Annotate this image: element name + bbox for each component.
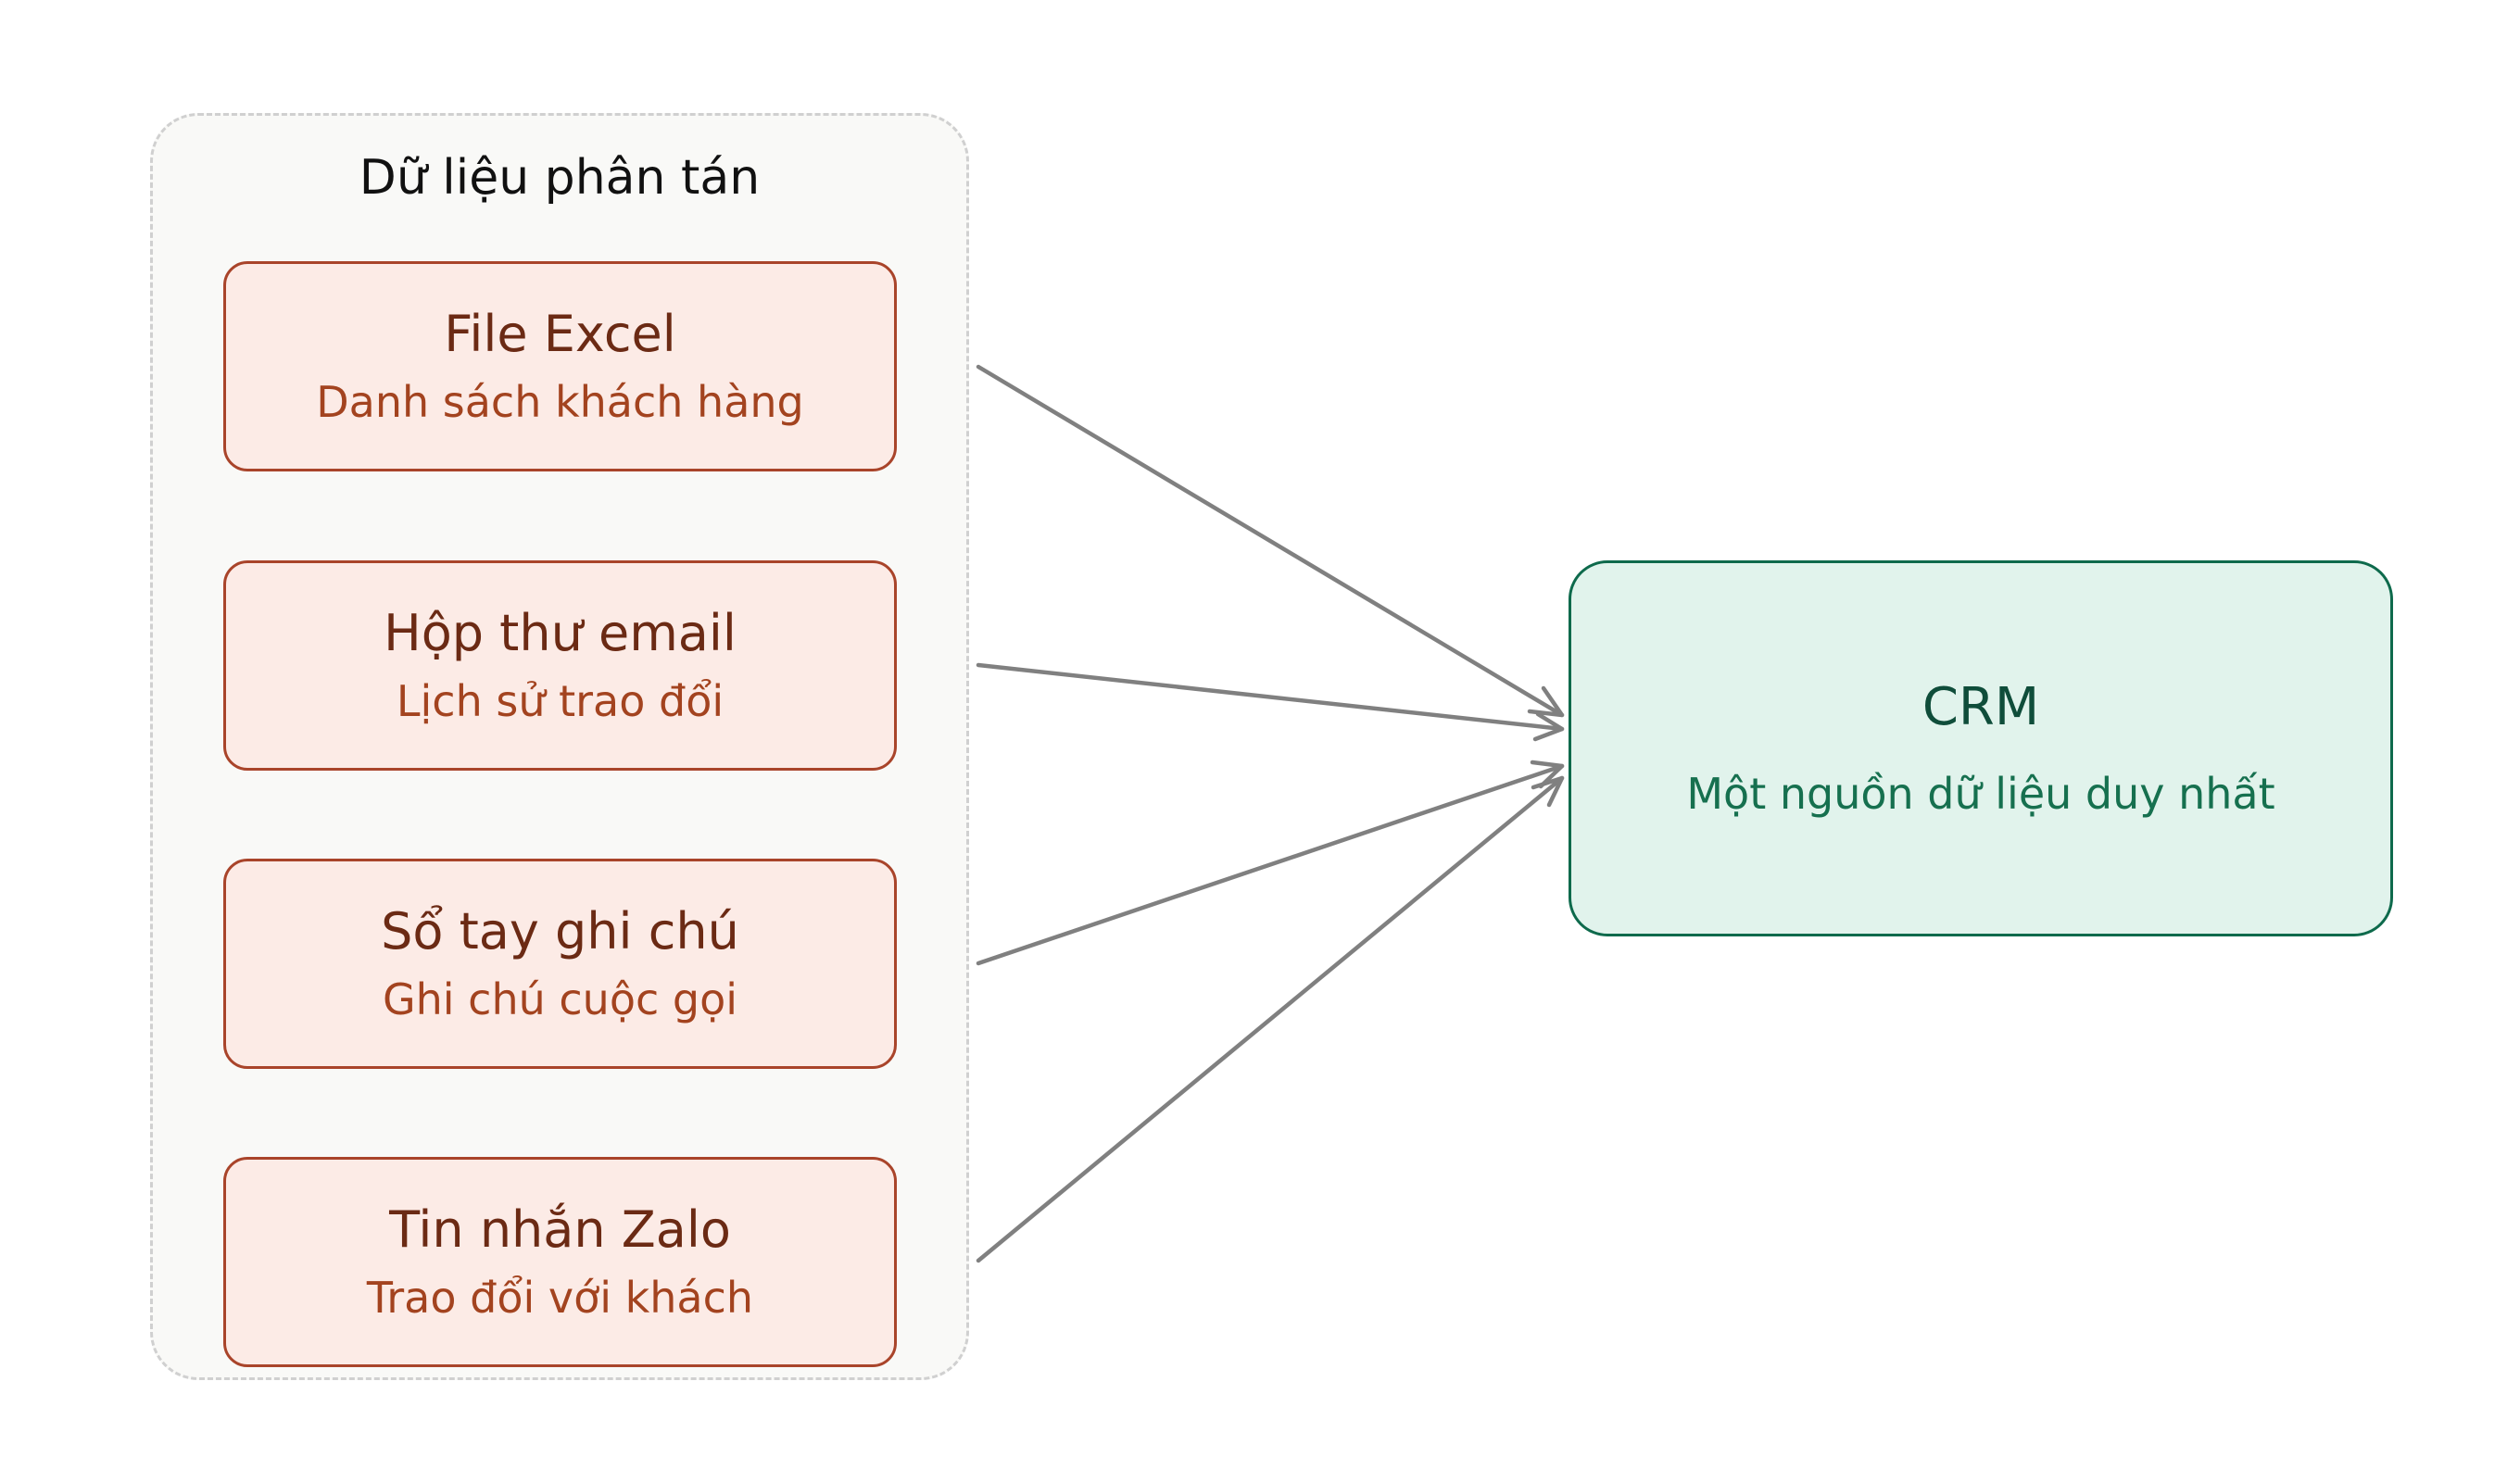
source-node-notebook: Sổ tay ghi chú Ghi chú cuộc gọi <box>223 859 897 1069</box>
group-title: Dữ liệu phân tán <box>359 150 761 206</box>
source-title: Hộp thư email <box>384 604 737 662</box>
source-title: Tin nhắn Zalo <box>389 1200 731 1259</box>
arrowhead <box>1530 760 1565 789</box>
source-title: File Excel <box>444 305 676 363</box>
arrowhead <box>1531 775 1565 808</box>
source-subtitle: Ghi chú cuộc gọi <box>382 974 738 1025</box>
arrow-zalo-to-crm <box>976 775 1565 1263</box>
source-subtitle: Danh sách khách hàng <box>316 377 804 428</box>
crm-subtitle: Một nguồn dữ liệu duy nhất <box>1686 768 2275 819</box>
crm-title: CRM <box>1922 677 2040 738</box>
arrowhead <box>1532 711 1565 742</box>
source-title: Sổ tay ghi chú <box>381 902 739 961</box>
arrowhead <box>1527 685 1565 718</box>
source-node-email: Hộp thư email Lịch sử trao đổi <box>223 560 897 771</box>
source-node-excel: File Excel Danh sách khách hàng <box>223 261 897 471</box>
arrow-email-to-crm <box>976 662 1565 732</box>
arrow-excel-to-crm <box>976 364 1565 718</box>
arrow-notebook-to-crm <box>976 763 1565 966</box>
crm-node: CRM Một nguồn dữ liệu duy nhất <box>1569 560 2393 936</box>
source-node-zalo: Tin nhắn Zalo Trao đổi với khách <box>223 1157 897 1367</box>
source-subtitle: Lịch sử trao đổi <box>396 676 724 727</box>
source-subtitle: Trao đổi với khách <box>366 1273 754 1324</box>
